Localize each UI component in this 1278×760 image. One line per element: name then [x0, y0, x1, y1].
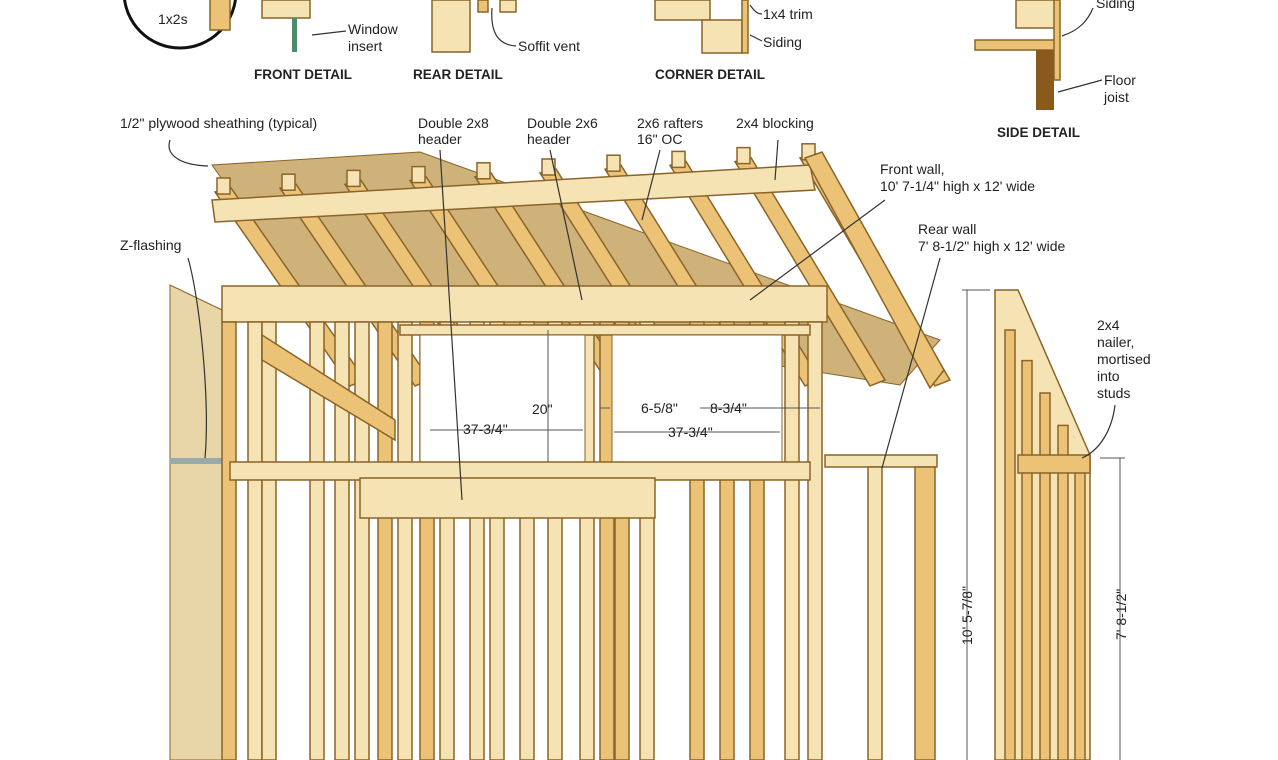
nailer-callout-2: nailer, — [1097, 334, 1134, 350]
front-detail-drawing: Window insert FRONT DETAIL — [254, 0, 399, 82]
dim-front-height: 10' 5-7/8" — [959, 586, 975, 645]
nailer-callout: 2x4 — [1097, 317, 1120, 333]
right-side-wall — [994, 289, 1091, 760]
stud — [334, 321, 350, 760]
dim-rear-height: 7' 8-1/2" — [1113, 589, 1129, 640]
soffit-vent-label: Soffit vent — [518, 38, 580, 54]
window-opening-left — [419, 334, 586, 466]
stud — [397, 321, 413, 760]
upper-header — [399, 324, 811, 336]
stud — [309, 321, 325, 760]
circle-detail: 1x2s — [123, 0, 237, 50]
z-flashing-callout: Z-flashing — [120, 237, 181, 253]
side-detail-title: SIDE DETAIL — [997, 125, 1080, 140]
door-header — [359, 477, 656, 519]
stud — [261, 321, 277, 760]
trim-label: 1x4 trim — [763, 6, 813, 22]
rear-detail-drawing: Soffit vent REAR DETAIL — [413, 0, 580, 82]
z-flashing-strip — [170, 458, 222, 464]
rafter-tail — [736, 146, 751, 165]
circle-label: 1x2s — [158, 11, 188, 27]
rafter-tail — [541, 158, 556, 176]
dim-window-width-left: 37-3/4" — [463, 421, 508, 437]
blocking-rim — [211, 164, 816, 223]
window-opening-right — [611, 334, 783, 466]
front-wall — [221, 285, 828, 760]
stud — [221, 321, 237, 760]
window-insert-label: Window — [348, 21, 399, 37]
rafters-callout-2: 16" OC — [637, 131, 682, 147]
corner-detail-drawing: 1x4 trim Siding CORNER DETAIL — [654, 0, 813, 82]
rafter-tail — [346, 169, 361, 188]
nailer-callout-4: into — [1097, 368, 1120, 384]
floor-joist-label-2: joist — [1103, 89, 1129, 105]
window-insert-label-2: insert — [348, 38, 382, 54]
rafter-tail — [671, 150, 686, 169]
rafter-tail — [606, 154, 621, 172]
plywood-callout: 1/2" plywood sheathing (typical) — [120, 115, 317, 131]
end-rafter — [803, 151, 945, 390]
dim-gap-b: 8-3/4" — [710, 400, 747, 416]
rear-wall — [824, 454, 938, 760]
double-2x8-callout-2: header — [418, 131, 462, 147]
side-siding-label: Siding — [1096, 0, 1135, 11]
corner-siding-label: Siding — [763, 34, 802, 50]
left-side-wall — [169, 284, 223, 760]
callouts: 1/2" plywood sheathing (typical) Double … — [120, 115, 1151, 501]
front-wall-callout-2: 10' 7-1/4" high x 12' wide — [880, 178, 1035, 194]
side-stud — [1039, 392, 1051, 760]
dimension-lines: 20" 6-5/8" 8-3/4" 37-3/4" 37-3/4" 10' 5-… — [430, 289, 1129, 760]
stud — [247, 321, 263, 760]
rear-wall-callout-2: 7' 8-1/2" high x 12' wide — [918, 238, 1066, 254]
rafters-callout: 2x6 rafters — [637, 115, 703, 131]
floor-joist-label: Floor — [1104, 72, 1136, 88]
side-stud — [1004, 329, 1016, 760]
stud — [599, 321, 615, 760]
rear-detail-title: REAR DETAIL — [413, 67, 503, 82]
stud — [354, 321, 370, 760]
rafter-tail — [476, 162, 491, 180]
double-2x8-callout: Double 2x8 — [418, 115, 489, 131]
dim-gap-a: 6-5/8" — [641, 400, 678, 416]
stud — [807, 321, 823, 760]
stud — [377, 321, 393, 760]
rafter-tail — [281, 173, 296, 191]
front-detail-title: FRONT DETAIL — [254, 67, 352, 82]
front-wall-callout: Front wall, — [880, 161, 945, 177]
nailer-callout-5: studs — [1097, 385, 1130, 401]
side-stud — [1021, 359, 1033, 760]
dim-window-height: 20" — [532, 401, 553, 417]
rear-wall-callout: Rear wall — [918, 221, 976, 237]
corner-detail-title: CORNER DETAIL — [655, 67, 765, 82]
rafter-tail — [411, 165, 426, 184]
side-detail-drawing: Siding Floor joist SIDE DETAIL — [974, 0, 1136, 140]
dim-window-width-right: 37-3/4" — [668, 424, 713, 440]
side-stud — [1074, 455, 1086, 760]
side-stud — [1057, 424, 1069, 760]
top-plate — [221, 285, 828, 323]
nailer-callout-3: mortised — [1097, 351, 1151, 367]
double-2x6-callout: Double 2x6 — [527, 115, 598, 131]
double-2x6-callout-2: header — [527, 131, 571, 147]
blocking-callout: 2x4 blocking — [736, 115, 814, 131]
side-rafter-slope — [261, 333, 396, 442]
rafter-tail — [216, 177, 231, 195]
stud — [784, 321, 800, 760]
